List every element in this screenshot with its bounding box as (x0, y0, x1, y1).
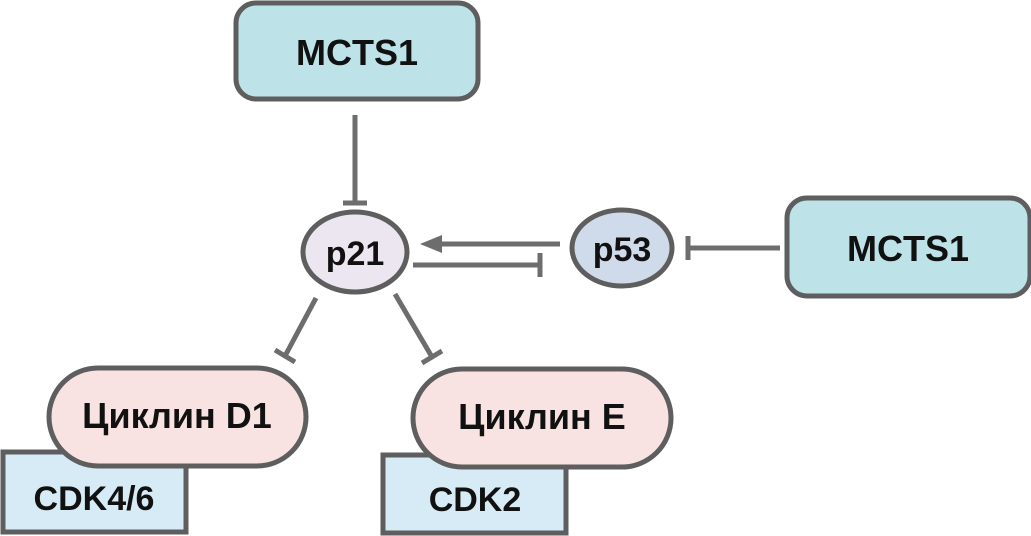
p53-label: p53 (593, 231, 652, 269)
edge-p21-inhibits-p53 (413, 253, 543, 277)
edge-mcts1-inhibits-p21 (343, 115, 367, 206)
edge-mcts1-inhibits-p53 (685, 236, 780, 260)
node-mcts1-top: MCTS1 (233, 0, 481, 102)
node-mcts1-right: MCTS1 (784, 195, 1031, 299)
node-cyclin-e: Циклин E (410, 366, 674, 470)
edges (273, 115, 780, 366)
cyclin-d1-label: Циклин D1 (82, 395, 272, 436)
node-p53: p53 (569, 207, 675, 289)
node-p21: p21 (300, 209, 410, 295)
mcts1-top-label: MCTS1 (296, 32, 418, 73)
node-cyclin-d1: Циклин D1 (46, 365, 309, 469)
edge-p21-inhibits-cyclin-d1 (273, 296, 319, 365)
mcts1-right-label: MCTS1 (847, 228, 969, 269)
cdk2-label: CDK2 (429, 481, 522, 519)
edge-p53-activates-p21 (420, 235, 560, 253)
p21-label: p21 (326, 235, 385, 273)
cdk46-label: CDK4/6 (34, 480, 155, 518)
cyclin-e-label: Циклин E (458, 396, 626, 437)
edge-p21-inhibits-cyclin-e (392, 292, 444, 366)
